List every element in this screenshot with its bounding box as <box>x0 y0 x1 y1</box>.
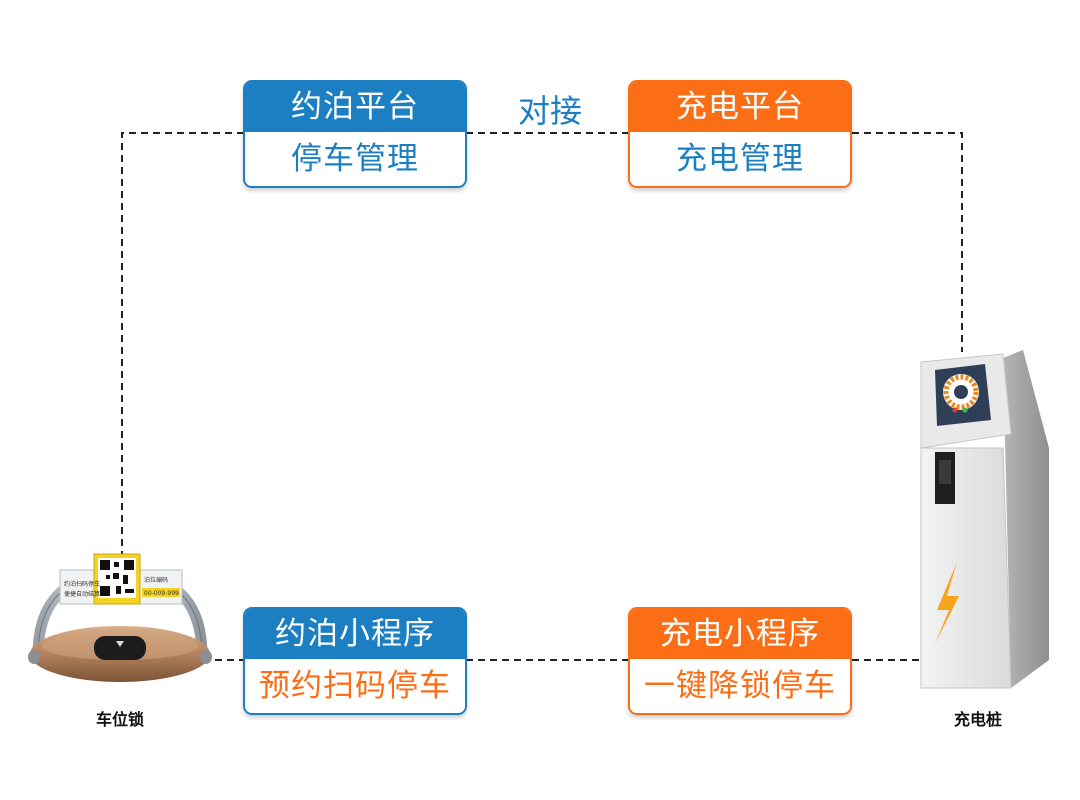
parking-lock-illustration: 约泊扫码停车 便捷自动结算 泊位编码 00-009-999 <box>28 553 212 682</box>
charge-miniapp-box: 充电小程序 一键降锁停车 <box>628 607 852 715</box>
lock-sticker-text-2: 便捷自动结算 <box>64 590 100 598</box>
charge-platform-box: 充电平台 充电管理 <box>628 80 852 188</box>
docking-label: 对接 <box>517 92 582 130</box>
charge-miniapp-title: 充电小程序 <box>630 609 850 659</box>
yuebo-miniapp-subtitle: 预约扫码停车 <box>245 659 465 713</box>
lock-sticker-code: 00-009-999 <box>144 590 179 597</box>
connector-top-right <box>852 132 963 352</box>
yuebo-miniapp-title: 约泊小程序 <box>245 609 465 659</box>
lock-sticker-text-1: 约泊扫码停车 <box>64 580 100 588</box>
yuebo-platform-box: 约泊平台 停车管理 <box>243 80 467 188</box>
yuebo-platform-subtitle: 停车管理 <box>245 132 465 186</box>
charge-miniapp-subtitle: 一键降锁停车 <box>630 659 850 713</box>
charging-pile-illustration <box>920 350 1049 689</box>
parking-lock-label: 车位锁 <box>95 710 144 729</box>
lock-sticker-text-3: 泊位编码 <box>144 576 168 584</box>
charge-platform-subtitle: 充电管理 <box>630 132 850 186</box>
charging-pile-label: 充电桩 <box>953 710 1002 729</box>
connector-top-left <box>121 132 244 555</box>
yuebo-platform-title: 约泊平台 <box>245 82 465 132</box>
yuebo-miniapp-box: 约泊小程序 预约扫码停车 <box>243 607 467 715</box>
charge-platform-title: 充电平台 <box>630 82 850 132</box>
